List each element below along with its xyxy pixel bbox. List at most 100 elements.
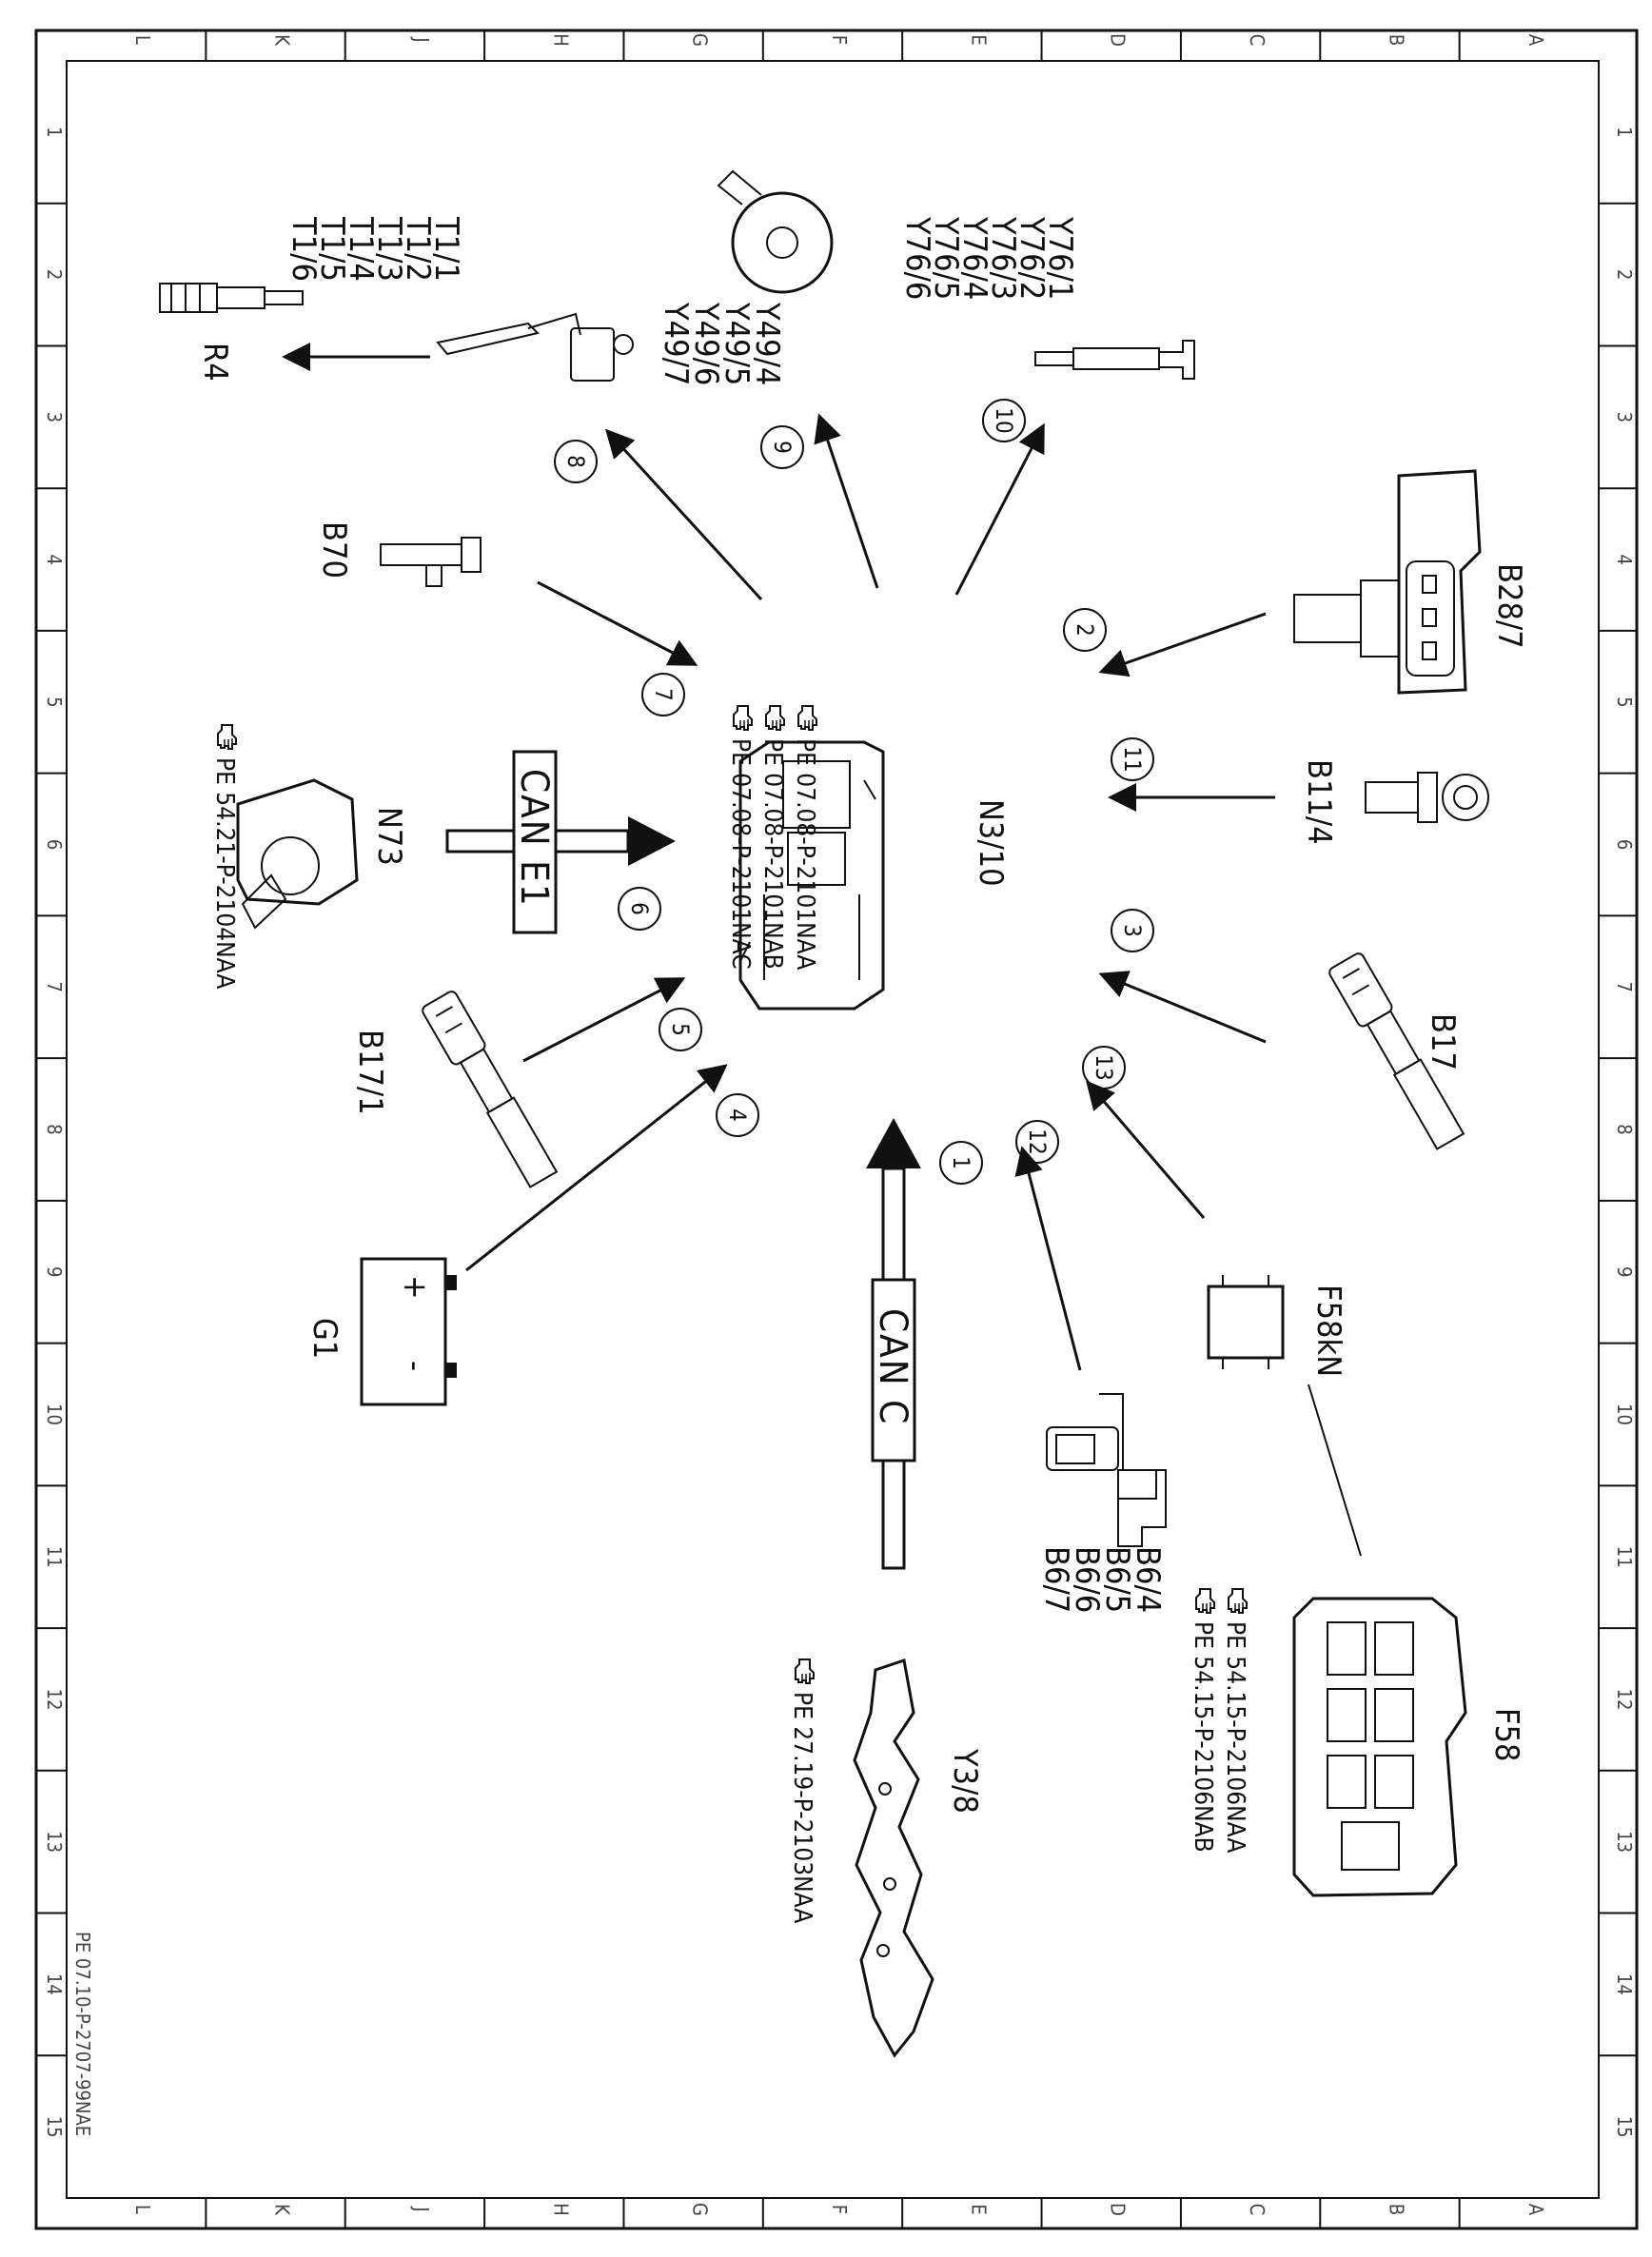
f58-label: F58 (1487, 1708, 1525, 1762)
arrow-number-12: 12 (1024, 1128, 1051, 1154)
arrow-number-11: 11 (1119, 746, 1146, 772)
b28-7-sensor-icon (1293, 469, 1482, 695)
grid-letter-bottom: F (828, 2205, 851, 2214)
b11-4-label: B11/4 (1300, 759, 1338, 845)
t1-1-label: T1/1 (427, 216, 465, 282)
y49-6-label: Y49/6 (687, 302, 725, 385)
arrow-number-9: 9 (769, 441, 796, 454)
signal-arrows (282, 343, 1362, 1557)
grid-letter-top: G (689, 33, 712, 47)
r4-spark-plug-icon (159, 283, 304, 313)
pointing-hand-icon (765, 705, 785, 731)
y76-1-label: Y76/1 (1041, 216, 1079, 300)
y76-4-label: Y76/4 (955, 216, 993, 300)
control-unit-icon (738, 740, 885, 1011)
grid-number-left: 8 (43, 1124, 66, 1134)
arrow-number-4: 4 (724, 1109, 751, 1122)
g1-battery-icon: + - (360, 1257, 457, 1406)
y76-3-label: Y76/3 (984, 216, 1022, 300)
b70-sensor-icon (380, 537, 482, 587)
f58kn-label: F58kN (1309, 1285, 1347, 1377)
grid-letter-top: F (828, 35, 851, 45)
b11-4-sensor-icon (1365, 772, 1489, 823)
y76-5-label: Y76/5 (927, 216, 965, 300)
t1-ignition-coil-icon (436, 312, 634, 382)
grid-number-left: 14 (43, 1973, 66, 1995)
n73-ref: PE 54.21-P-2104NAA (210, 757, 239, 989)
b6-6-label: B6/6 (1068, 1546, 1106, 1613)
y76-labels: Y76/1 Y76/2 Y76/3 Y76/4 Y76/5 Y76/6 (898, 216, 1079, 300)
y49-actuator-icon (717, 169, 834, 294)
grid-letter-top: A (1524, 34, 1547, 47)
y49-7-label: Y49/7 (657, 302, 695, 385)
t1-5-label: T1/5 (313, 216, 351, 282)
b6-labels: B6/4 B6/5 B6/6 B6/7 (1037, 1546, 1167, 1613)
grid-letter-bottom: H (549, 2203, 572, 2216)
arrow-number-2: 2 (1072, 623, 1098, 637)
can-e1-bus: CAN E1 (445, 750, 676, 934)
grid-number-right: 6 (1613, 839, 1636, 850)
pointing-hand-icon (1228, 1588, 1248, 1614)
f58-ref-1: PE 54.15-P-2106NAA (1221, 1621, 1249, 1853)
b28-7-label: B28/7 (1490, 563, 1528, 649)
b17-sensor-icon (1328, 952, 1465, 1150)
grid-number-left: 3 (43, 412, 66, 422)
grid-letter-bottom: G (689, 2203, 712, 2216)
f58kn-relay-icon (1207, 1275, 1285, 1369)
grid-number-left: 1 (43, 127, 66, 137)
grid-letter-bottom: C (1246, 2204, 1268, 2216)
n3-10-ref-3: PE 07.08-P-2101NAC (726, 738, 755, 970)
n73-label: N73 (370, 807, 408, 866)
grid-letter-top: J (410, 36, 433, 42)
arrow-number-markers: 1 2 3 4 5 6 7 8 9 10 11 12 13 (554, 399, 1154, 1185)
grid-letter-top: K (271, 34, 294, 47)
r4-label: R4 (196, 343, 234, 382)
b17-1-sensor-icon (422, 991, 559, 1188)
y49-5-label: Y49/5 (718, 302, 756, 385)
grid-letter-bottom: D (1107, 2203, 1130, 2216)
grid-number-left: 7 (43, 982, 66, 992)
y49-labels: Y49/4 Y49/5 Y49/6 Y49/7 (657, 302, 786, 385)
b6-7-label: B6/7 (1037, 1546, 1075, 1613)
grid-number-left: 5 (43, 697, 66, 707)
pointing-hand-icon (733, 705, 753, 731)
g1-plus: + (396, 1275, 434, 1300)
g1-label: G1 (305, 1318, 344, 1359)
y76-6-label: Y76/6 (898, 216, 936, 300)
arrow-number-7: 7 (650, 688, 677, 701)
arrow-number-3: 3 (1119, 924, 1146, 937)
grid-letter-top: H (549, 33, 572, 47)
n73-ignition-switch-icon (236, 778, 359, 930)
y76-injector-icon (1034, 340, 1195, 380)
pointing-hand-icon (217, 724, 237, 750)
grid-number-left: 15 (43, 2116, 66, 2138)
arrow-number-6: 6 (626, 902, 653, 915)
t1-labels: T1/1 T1/2 T1/3 T1/4 T1/5 T1/6 (285, 216, 465, 282)
arrow-number-1: 1 (948, 1156, 974, 1169)
b6-sensor-icon (1046, 1393, 1167, 1547)
b6-5-label: B6/5 (1098, 1546, 1136, 1613)
can-e1-label: CAN E1 (512, 769, 556, 908)
grid-ticks (36, 30, 1637, 2228)
grid-letter-top: L (131, 35, 154, 45)
b70-label: B70 (315, 521, 353, 579)
grid-number-right: 14 (1613, 1973, 1636, 1995)
grid-letter-top: B (1385, 34, 1407, 46)
grid-letter-top: E (967, 34, 990, 45)
arrow-number-13: 13 (1091, 1054, 1117, 1080)
y3-8-valve-body-icon (853, 1658, 934, 2058)
grid-number-right: 5 (1613, 697, 1636, 707)
y3-8-label: Y3/8 (946, 1748, 984, 1814)
grid-number-left: 10 (43, 1403, 66, 1425)
can-c-label: CAN C (871, 1308, 914, 1425)
t1-3-label: T1/3 (370, 216, 408, 282)
n3-10-ref-1: PE 07.08-P-2101NAA (791, 738, 819, 970)
grid-number-left: 13 (43, 1831, 66, 1853)
grid-letter-bottom: E (967, 2204, 990, 2214)
b6-4-label: B6/4 (1129, 1546, 1167, 1613)
grid-number-left: 9 (43, 1266, 66, 1277)
f58-ref-2: PE 54.15-P-2106NAB (1189, 1621, 1217, 1853)
g1-minus: - (396, 1361, 434, 1371)
grid-number-right: 15 (1613, 2116, 1636, 2138)
